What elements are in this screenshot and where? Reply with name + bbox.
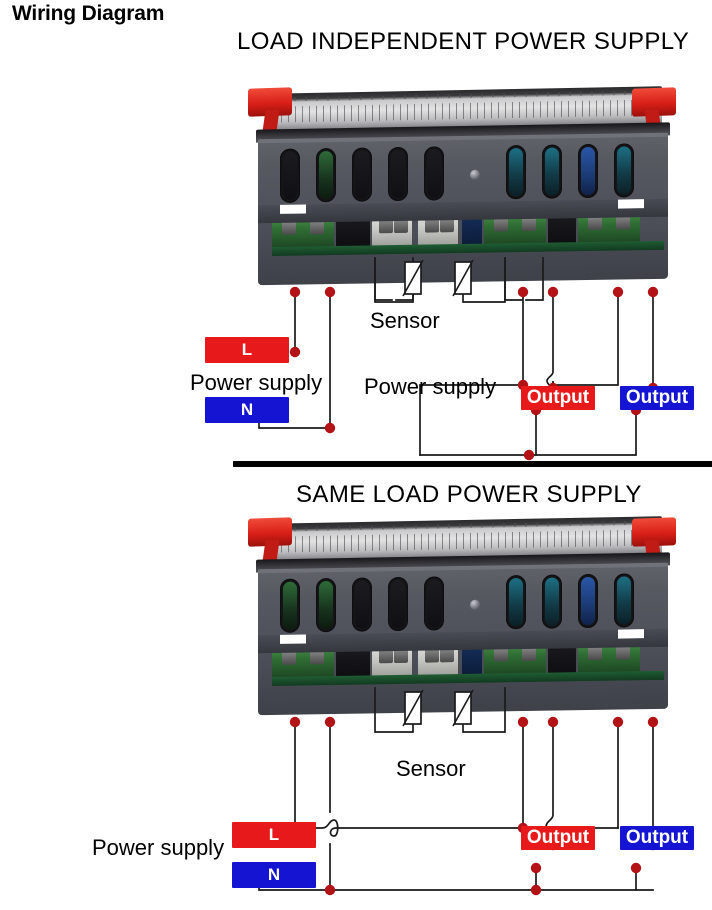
output-box-2-top: Output: [620, 386, 694, 410]
vent-slot: [280, 578, 300, 633]
node: [547, 716, 559, 728]
vent-slot: [578, 573, 598, 629]
node: [630, 862, 642, 874]
vent-slot: [388, 576, 408, 632]
vent-slot: [578, 143, 598, 199]
wire-out2-top: [555, 291, 619, 386]
power-supply-label-top-right: Power supply: [364, 374, 497, 399]
page-title: Wiring Diagram: [12, 2, 165, 25]
vent-slot: [280, 148, 300, 203]
vent-slot: [424, 146, 444, 201]
live-terminal-box-top: L: [205, 337, 289, 363]
vent-slot: [506, 145, 526, 200]
output-box-1-bottom: Output: [521, 826, 595, 850]
vent-slot: [542, 144, 562, 199]
controller-device-top: [242, 86, 682, 286]
output-box-1-top: Output: [521, 386, 595, 410]
vent-slot: [316, 147, 336, 203]
device-vent-row: [280, 143, 648, 205]
vent-slot: [506, 575, 526, 630]
neutral-terminal-box-top: N: [205, 397, 289, 423]
section-title-same-load: SAME LOAD POWER SUPPLY: [296, 481, 642, 508]
vent-slot: [316, 577, 336, 633]
node: [523, 449, 535, 461]
node: [647, 286, 659, 298]
wire-out1-hop: [546, 291, 554, 391]
controller-device-bottom: [242, 516, 682, 716]
node: [289, 286, 301, 298]
node: [324, 286, 336, 298]
base-notch: [280, 204, 306, 214]
section-divider: [233, 461, 712, 467]
vent-slot: [352, 577, 372, 632]
device-vent-row: [280, 573, 648, 635]
node: [289, 716, 301, 728]
section-title-load-independent: LOAD INDEPENDENT POWER SUPPLY: [237, 28, 690, 55]
vent-slot: [614, 143, 634, 198]
vent-slot: [542, 574, 562, 629]
node: [530, 884, 542, 896]
node: [289, 346, 301, 358]
sensor-label-bottom: Sensor: [396, 756, 466, 781]
node: [517, 286, 529, 298]
node: [547, 286, 559, 298]
sensor-label-top: Sensor: [370, 308, 440, 333]
neutral-terminal-box-bottom: N: [232, 862, 316, 888]
wire-out2-bottom: [528, 409, 637, 456]
vent-slot: [352, 147, 372, 202]
node: [647, 716, 659, 728]
node: [530, 862, 542, 874]
wire-neutral-bus-b: [258, 877, 654, 891]
live-terminal-box-bottom: L: [232, 822, 316, 848]
vent-slot: [614, 573, 634, 628]
power-supply-label-bottom: Power supply: [92, 835, 225, 860]
power-supply-label-top-left: Power supply: [190, 370, 323, 395]
base-notch: [618, 629, 644, 639]
node: [324, 422, 336, 434]
node: [324, 884, 336, 896]
node: [324, 716, 336, 728]
base-notch: [618, 199, 644, 209]
base-notch: [280, 634, 306, 644]
node: [612, 716, 624, 728]
vent-slot: [424, 576, 444, 631]
node: [612, 286, 624, 298]
node: [517, 716, 529, 728]
vent-slot: [388, 146, 408, 202]
output-box-2-bottom: Output: [620, 826, 694, 850]
